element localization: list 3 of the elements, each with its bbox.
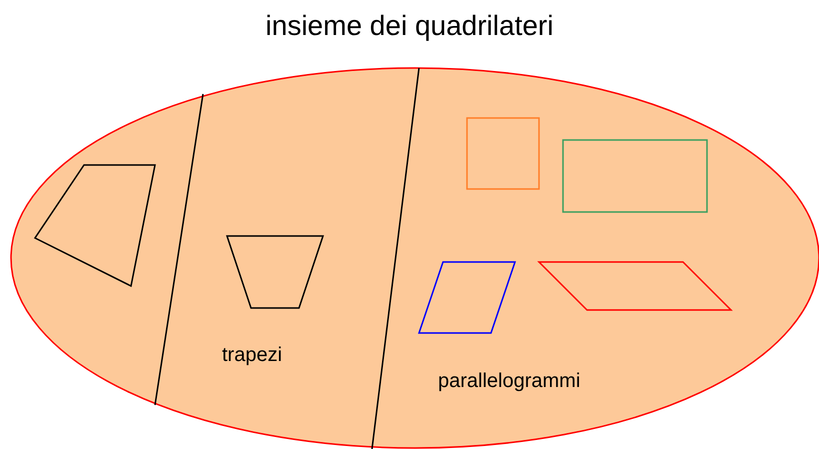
region-label: parallelogrammi xyxy=(438,370,580,393)
diagram-title: insieme dei quadrilateri xyxy=(264,10,554,42)
region-label: trapezi xyxy=(222,344,282,367)
